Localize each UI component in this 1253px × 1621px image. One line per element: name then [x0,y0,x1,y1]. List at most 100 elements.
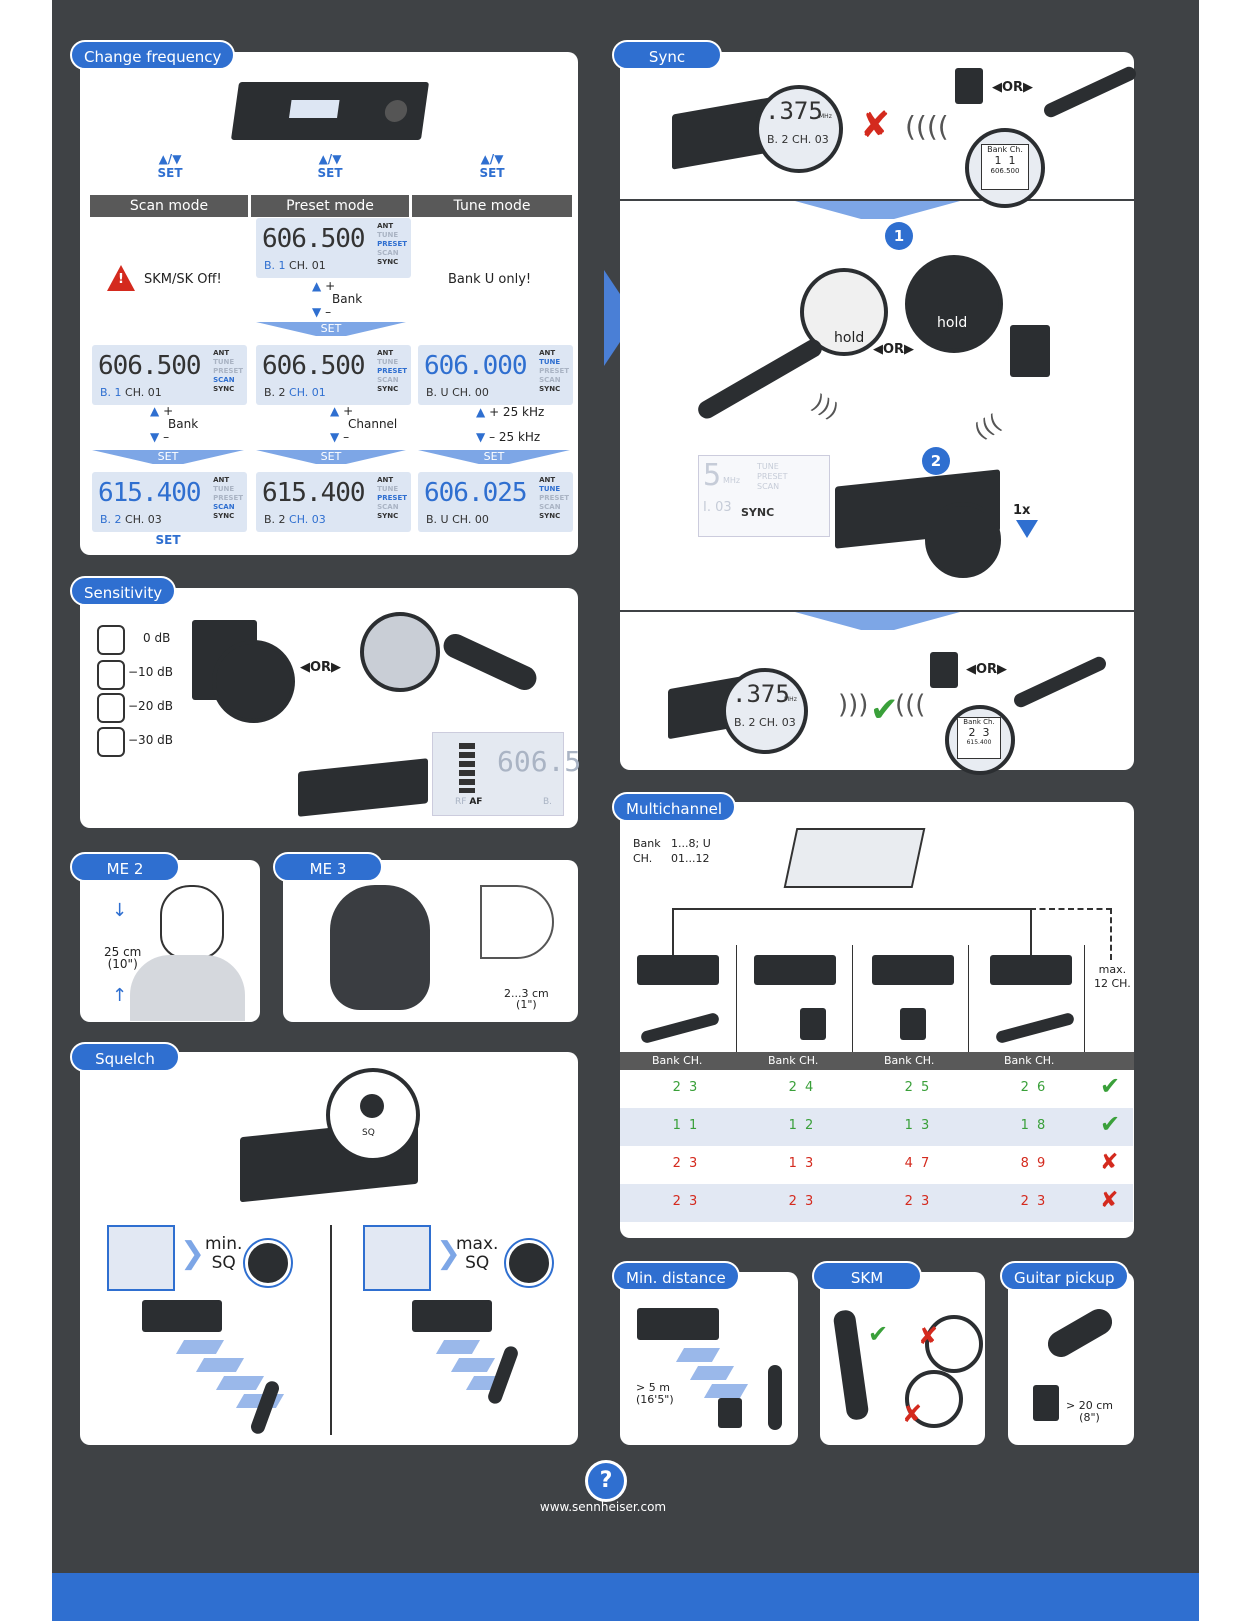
person-shoulders-image [130,955,245,1021]
table-row: 2 3 2 3 2 3 2 3 ✘ [620,1184,1133,1222]
wave-icon: ((( [895,690,926,720]
bodypack-image [1010,325,1050,377]
range-stripe [175,1340,225,1354]
press-arrow-icon [1016,520,1038,538]
cross-icon: ✘ [1100,1188,1119,1213]
sensitivity-level-20: −20 dB [128,699,173,713]
guitar-distance-label: > 20 cm(8") [1066,1399,1113,1424]
sync-button-lens [925,502,1001,578]
bodypack-image [718,1398,742,1428]
me3-distance-label: 2...3 cm(1") [504,987,549,1011]
lcd-frequency: 615.400 [262,478,366,508]
sync-tab: Sync [612,40,722,70]
or-label: ◀OR▶ [992,80,1034,95]
cable-dashed [1030,908,1112,960]
guitar-pickup-tab: Guitar pickup [1000,1261,1129,1291]
bodypack-display-lens: Bank Ch. 1 1 606.500 [965,128,1045,208]
receiver-3-image [872,955,954,985]
bottom-brand-bar [52,1573,1199,1621]
me3-tab: ME 3 [273,852,383,882]
help-icon[interactable]: ? [585,1460,627,1502]
sensitivity-level-30: −30 dB [128,733,173,747]
or-label: ◀OR▶ [300,660,342,675]
scan-final-set: SET [155,533,181,547]
sensitivity-tab: Sensitivity [70,576,177,606]
headset-head-image [330,885,430,1010]
tune-step-down: ▼ – 25 kHz [476,430,541,444]
check-icon: ✔ [868,1320,889,1348]
range-stripe [215,1376,265,1390]
max-sq-label: max.SQ [456,1234,499,1273]
interference-low-arrow: ❯ [180,1236,206,1271]
mic-dip-switch-lens [360,612,440,692]
min-distance-label: > 5 m(16'5") [636,1381,674,1406]
skm-tab: SKM [812,1261,922,1291]
lcd-frequency: 606.000 [424,351,528,381]
wave-icon: (((( [905,110,949,143]
bodypack-image [955,68,983,104]
bodypack-image [800,1008,826,1040]
change-frequency-panel: ▲/▼SET ▲/▼SET ▲/▼SET [80,52,578,555]
lcd-bank-channel: B. 2 CH. 03 [100,513,162,526]
wave-icon: ))) [838,690,869,720]
column-preset-mode: Preset mode [251,195,409,217]
me2-tab: ME 2 [70,852,180,882]
lcd-bank-channel: B. 2 CH. 01 [264,386,326,399]
lcd-zoom-lens: .375 MHz B. 2 CH. 03 [755,85,843,173]
guitar-icon [97,693,125,723]
channel-table-header: Bank CH. Bank CH. Bank CH. Bank CH. [620,1052,1134,1070]
grip-wrong-top-lens [925,1315,983,1373]
scan-bank-hint: ▲ +Bank▼ – [150,404,199,444]
receiver-4-image [990,955,1072,985]
table-row: 2 3 2 4 2 5 2 6 ✔ [620,1070,1133,1108]
receiver-image [637,1308,719,1340]
cable-lines [672,908,1032,960]
mixing-console-image [783,828,926,888]
knob-max-icon [506,1240,552,1286]
lcd-bank-channel: B. 1 CH. 01 [100,386,162,399]
me2-arrow-up-icon: ↑ [112,985,128,1006]
max-channels-label: max.12 CH. [1094,963,1131,990]
lcd-frequency: 615.400 [98,478,202,508]
website-link[interactable]: www.sennheiser.com [539,1500,667,1514]
cross-icon: ✘ [860,105,891,146]
squelch-knob-lens: SQ [326,1068,420,1162]
sensitivity-level-0: 0 dB [143,631,171,645]
step-1-badge: 1 [885,222,913,250]
cross-icon: ✘ [918,1322,939,1350]
receiver-2-image [754,955,836,985]
cross-icon: ✘ [1100,1150,1119,1175]
preset-channel-hint: ▲ +Channel▼ – [330,404,398,444]
warning-icon-mark: ! [118,272,124,287]
handheld-mic-image [768,1365,782,1430]
column-tune-mode: Tune mode [412,195,572,217]
sensitivity-level-10: −10 dB [128,665,173,679]
change-frequency-tab: Change frequency [70,40,236,70]
min-distance-tab: Min. distance [612,1261,740,1291]
check-icon: ✔ [1100,1072,1121,1100]
lcd-bank-channel: B. 1 CH. 01 [264,259,326,272]
interference-high-arrow: ❯ [436,1236,462,1271]
tune-set-arrows: ▲/▼SET [479,152,505,180]
squelch-tab: Squelch [70,1042,180,1072]
sync-panel [620,52,1134,770]
receiver-image [412,1300,492,1332]
check-icon: ✔ [1100,1110,1121,1138]
squelch-divider [330,1225,332,1435]
step-2-badge: 2 [922,447,950,475]
lcd-bank-channel: B. U CH. 00 [426,386,489,399]
lcd-frequency: 606.025 [424,478,528,508]
interference-high-icon [363,1225,431,1291]
af-meter-display: 606.5 RF AF B. [432,732,581,816]
grip-wrong-bottom-lens [905,1370,963,1428]
range-stripe [195,1358,245,1372]
person-head-image [160,885,224,959]
